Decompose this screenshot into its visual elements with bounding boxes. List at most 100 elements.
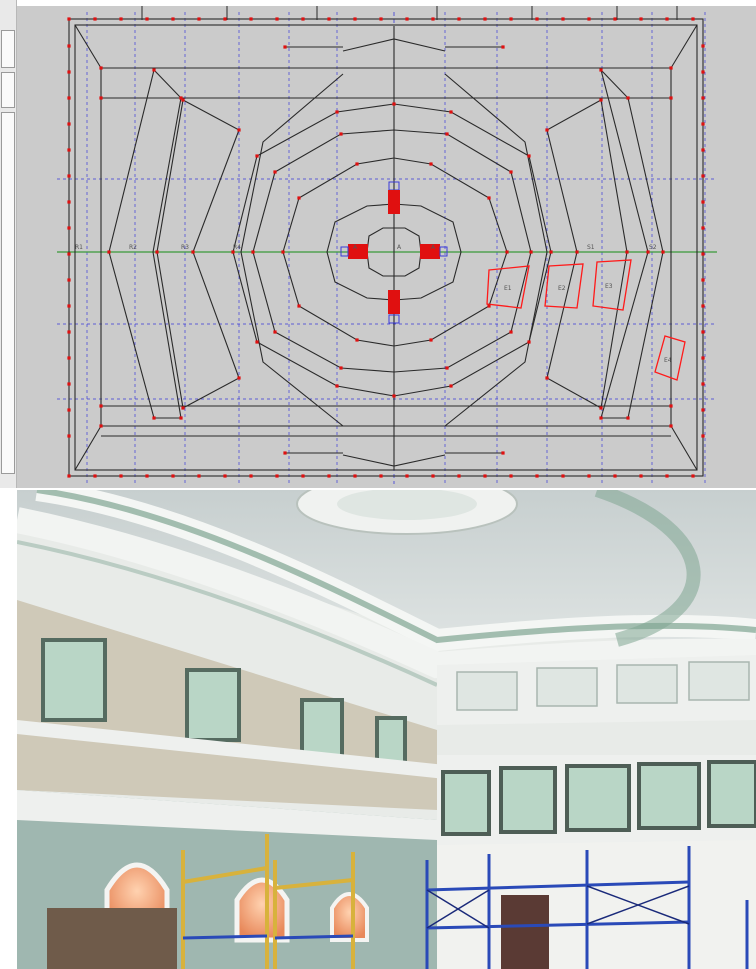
panel-label-2: E2	[558, 285, 566, 292]
node-marker	[429, 338, 433, 342]
node-marker	[535, 474, 539, 478]
center-fixtures	[340, 181, 448, 324]
node-marker	[67, 70, 71, 74]
node-marker	[171, 474, 175, 478]
node-marker	[339, 132, 343, 136]
node-marker	[661, 250, 665, 254]
node-marker	[67, 148, 71, 152]
grid-lines	[57, 12, 717, 484]
node-marker	[505, 250, 509, 254]
node-marker	[487, 304, 491, 308]
node-marker	[275, 474, 279, 478]
axis-label-3: A	[431, 244, 436, 251]
node-marker	[197, 474, 201, 478]
node-marker	[67, 382, 71, 386]
node-marker	[575, 250, 579, 254]
node-marker	[119, 17, 123, 21]
node-marker	[701, 96, 705, 100]
top-ticks	[141, 6, 678, 20]
node-marker	[561, 474, 565, 478]
node-marker	[181, 406, 185, 410]
node-marker	[99, 404, 103, 408]
node-marker	[669, 424, 673, 428]
node-marker	[457, 474, 461, 478]
node-marker	[67, 356, 71, 360]
node-marker	[273, 330, 277, 334]
node-marker	[67, 17, 71, 21]
node-marker	[445, 366, 449, 370]
node-marker	[379, 17, 383, 21]
node-marker	[613, 17, 617, 21]
side-panel	[0, 0, 17, 488]
node-marker	[599, 416, 603, 420]
node-marker	[283, 45, 287, 49]
node-marker	[67, 278, 71, 282]
node-points	[67, 17, 705, 478]
grid-label-r1: R1	[75, 244, 83, 251]
node-marker	[639, 474, 643, 478]
restoration-photo	[17, 490, 756, 969]
node-marker	[561, 17, 565, 21]
node-marker	[179, 96, 183, 100]
node-marker	[527, 154, 531, 158]
node-marker	[119, 474, 123, 478]
node-marker	[483, 474, 487, 478]
node-marker	[93, 17, 97, 21]
node-marker	[626, 96, 630, 100]
panel-label-3: E3	[605, 283, 613, 290]
cad-drawing: E1 E2 E3 E4 R1 R2 R3 R4 S1 S2 A A A	[57, 6, 717, 484]
node-marker	[223, 474, 227, 478]
node-marker	[223, 17, 227, 21]
node-marker	[429, 162, 433, 166]
grid-label-r4: R4	[233, 244, 241, 251]
photo-scene	[17, 490, 756, 969]
node-marker	[301, 17, 305, 21]
panel-label-4: E4	[664, 357, 672, 364]
node-marker	[191, 250, 195, 254]
cad-ceiling-plan[interactable]: E1 E2 E3 E4 R1 R2 R3 R4 S1 S2 A A A	[17, 6, 756, 488]
node-marker	[501, 45, 505, 49]
side-tab-1[interactable]	[1, 30, 15, 68]
node-marker	[587, 474, 591, 478]
node-marker	[545, 128, 549, 132]
node-marker	[701, 70, 705, 74]
node-marker	[646, 250, 650, 254]
node-marker	[152, 416, 156, 420]
node-marker	[275, 17, 279, 21]
node-marker	[339, 366, 343, 370]
node-marker	[392, 394, 396, 398]
node-marker	[501, 451, 505, 455]
node-marker	[392, 102, 396, 106]
node-marker	[599, 98, 603, 102]
node-marker	[587, 17, 591, 21]
node-marker	[691, 17, 695, 21]
node-marker	[107, 250, 111, 254]
node-marker	[67, 474, 71, 478]
side-tab-3[interactable]	[1, 112, 15, 474]
node-marker	[145, 474, 149, 478]
node-marker	[449, 384, 453, 388]
node-marker	[353, 474, 357, 478]
grid-label-s2: S2	[649, 244, 657, 251]
node-marker	[549, 250, 553, 254]
node-marker	[281, 250, 285, 254]
side-tab-2[interactable]	[1, 72, 15, 108]
node-marker	[701, 226, 705, 230]
node-marker	[67, 252, 71, 256]
node-marker	[613, 474, 617, 478]
node-marker	[179, 416, 183, 420]
node-marker	[431, 474, 435, 478]
node-marker	[457, 17, 461, 21]
node-marker	[67, 434, 71, 438]
node-marker	[255, 154, 259, 158]
node-marker	[625, 250, 629, 254]
node-marker	[701, 148, 705, 152]
node-marker	[665, 17, 669, 21]
node-marker	[626, 416, 630, 420]
node-marker	[599, 68, 603, 72]
node-marker	[67, 122, 71, 126]
node-marker	[327, 17, 331, 21]
node-marker	[405, 474, 409, 478]
node-marker	[509, 170, 513, 174]
selected-panels	[486, 259, 686, 381]
